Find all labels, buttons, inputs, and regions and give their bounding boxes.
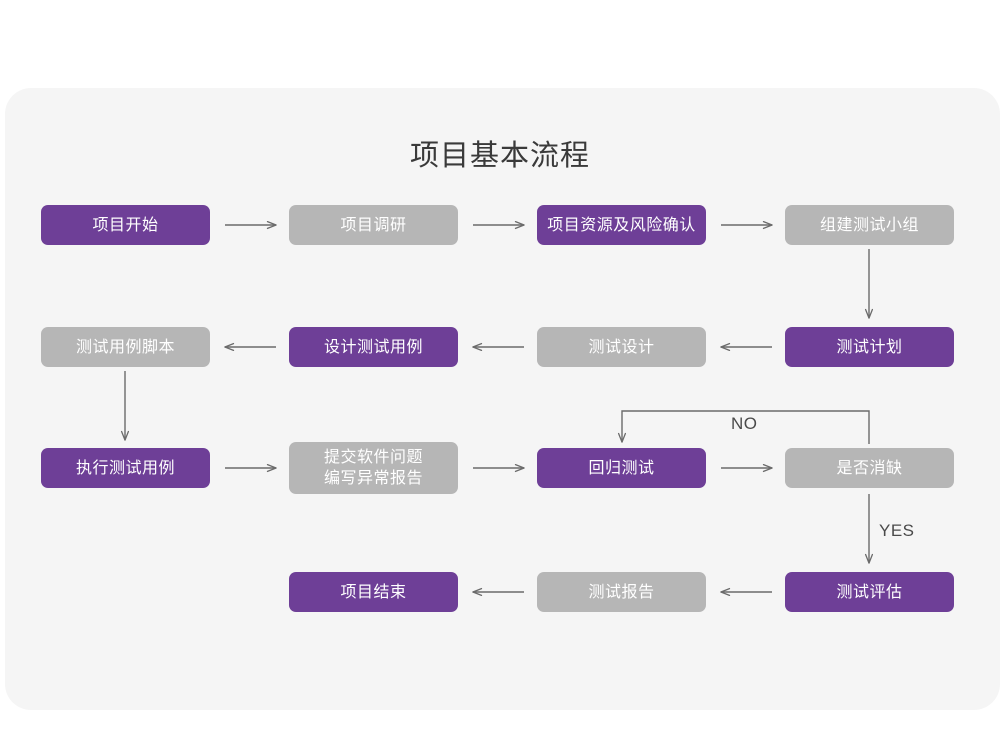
node-test-evaluation[interactable]: 测试评估 bbox=[785, 572, 954, 612]
node-resource-risk-confirm[interactable]: 项目资源及风险确认 bbox=[537, 205, 706, 245]
edge-label-no: NO bbox=[731, 414, 758, 433]
node-execute-test-case[interactable]: 执行测试用例 bbox=[41, 448, 210, 488]
node-test-case-script[interactable]: 测试用例脚本 bbox=[41, 327, 210, 367]
node-test-report[interactable]: 测试报告 bbox=[537, 572, 706, 612]
node-project-end[interactable]: 项目结束 bbox=[289, 572, 458, 612]
page-title: 项目基本流程 bbox=[409, 140, 590, 172]
node-test-plan[interactable]: 测试计划 bbox=[785, 327, 954, 367]
node-project-research[interactable]: 项目调研 bbox=[289, 205, 458, 245]
node-regression-test[interactable]: 回归测试 bbox=[537, 448, 706, 488]
node-design-test-case[interactable]: 设计测试用例 bbox=[289, 327, 458, 367]
node-project-start[interactable]: 项目开始 bbox=[41, 205, 210, 245]
node-form-test-team[interactable]: 组建测试小组 bbox=[785, 205, 954, 245]
node-test-design[interactable]: 测试设计 bbox=[537, 327, 706, 367]
edge-label-yes: YES bbox=[879, 521, 915, 540]
node-submit-defect-report[interactable]: 提交软件问题 编写异常报告 bbox=[289, 442, 458, 494]
flowchart-card bbox=[5, 88, 1000, 710]
node-defect-cleared-decision[interactable]: 是否消缺 bbox=[785, 448, 954, 488]
